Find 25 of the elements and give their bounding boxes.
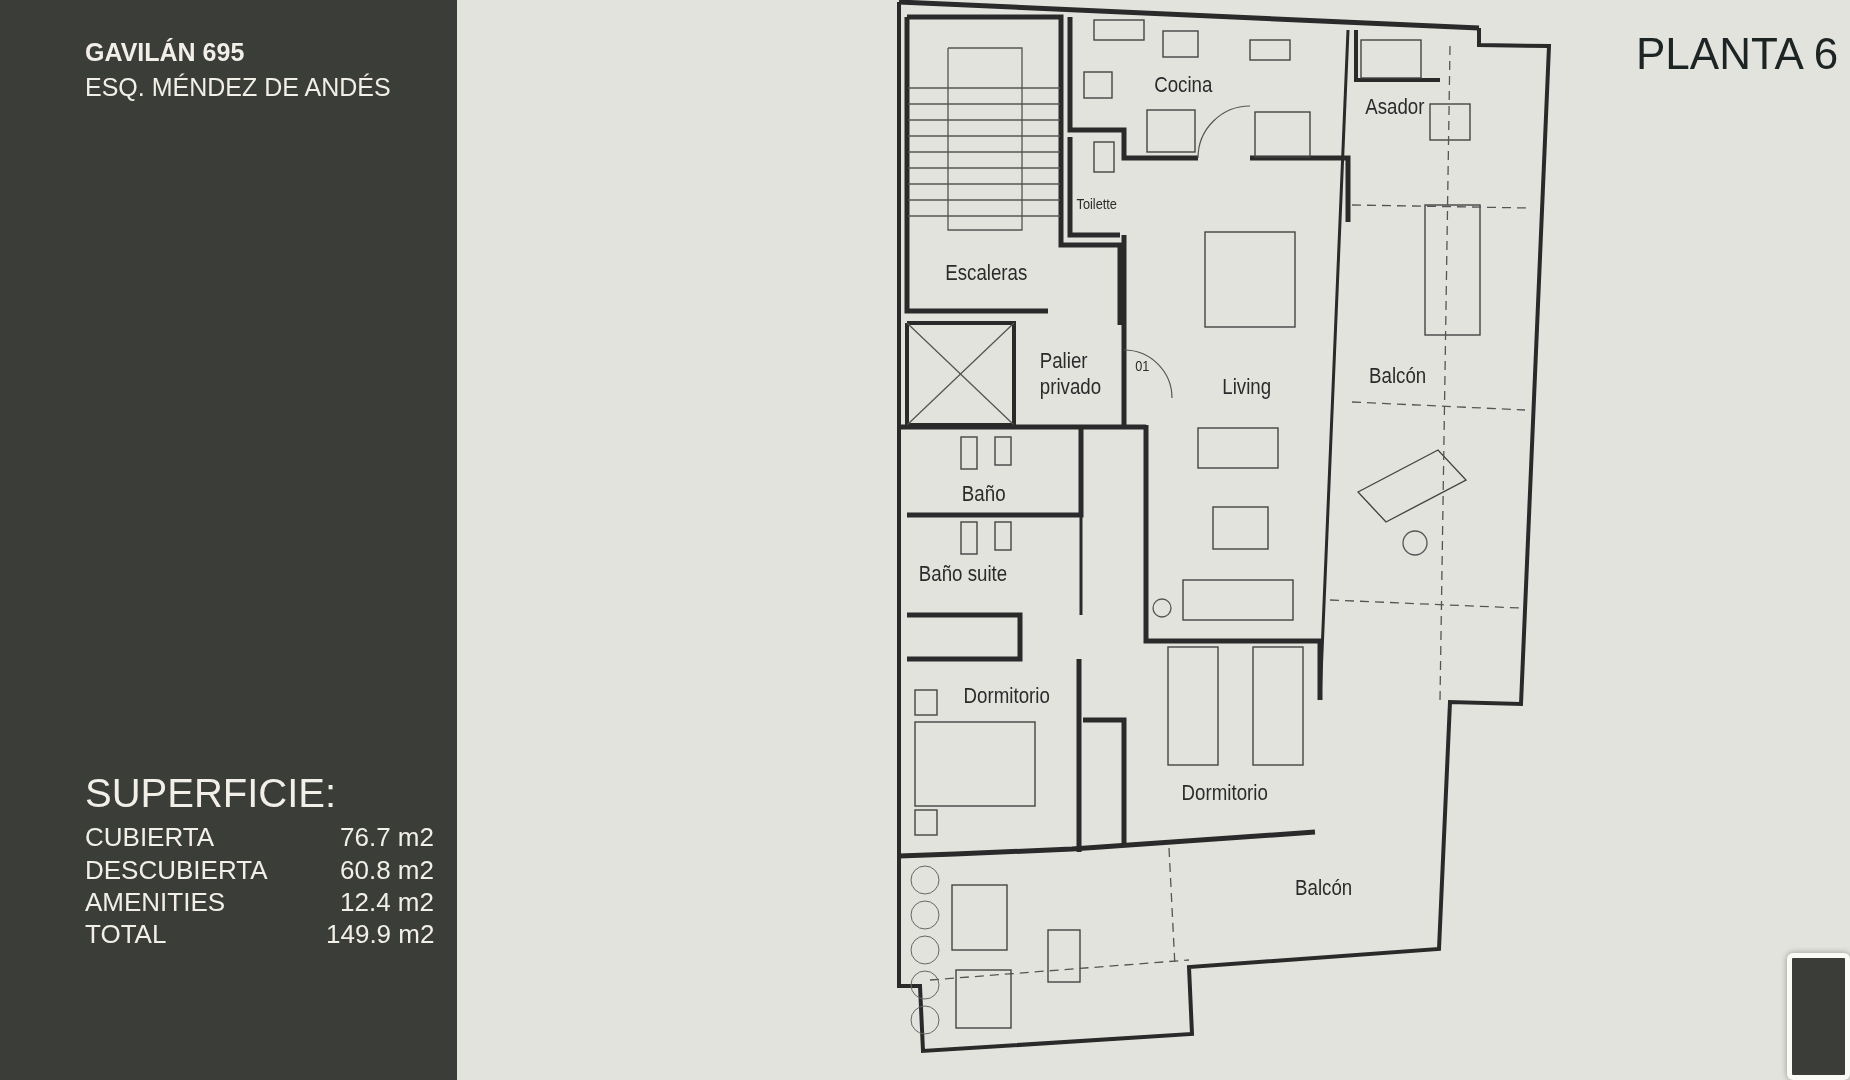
area-value: 60.8 m2 — [340, 857, 434, 883]
area-label: DESCUBIERTA — [85, 857, 268, 883]
room-label: Baño suite — [918, 563, 1008, 585]
unit-number: 01 — [1134, 357, 1149, 373]
room-label: Living — [1221, 376, 1271, 398]
area-label: CUBIERTA — [85, 824, 215, 850]
area-label: TOTAL — [85, 921, 167, 947]
area-value: 12.4 m2 — [340, 889, 434, 915]
address-heading: GAVILÁN 695 — [85, 40, 245, 65]
room-label: Escaleras — [944, 262, 1027, 284]
area-heading: SUPERFICIE: — [85, 773, 337, 813]
room-label: Baño — [961, 483, 1006, 505]
room-label: Asador — [1365, 96, 1425, 118]
room-label: Balcón — [1294, 877, 1352, 899]
room-label: Palier privado — [1039, 347, 1103, 401]
area-label: AMENITIES — [85, 889, 226, 915]
room-label: Toilette — [1076, 195, 1117, 211]
area-value: 76.7 m2 — [340, 824, 434, 850]
area-value: 149.9 m2 — [326, 921, 435, 947]
room-label: Cocina — [1154, 74, 1213, 96]
room-label: Balcón — [1368, 365, 1426, 387]
page-title: PLANTA 6 — [1636, 32, 1839, 76]
address-subheading: ESQ. MÉNDEZ DE ANDÉS — [85, 75, 391, 100]
room-label: Dormitorio — [963, 685, 1050, 707]
room-label: Dormitorio — [1181, 782, 1268, 804]
